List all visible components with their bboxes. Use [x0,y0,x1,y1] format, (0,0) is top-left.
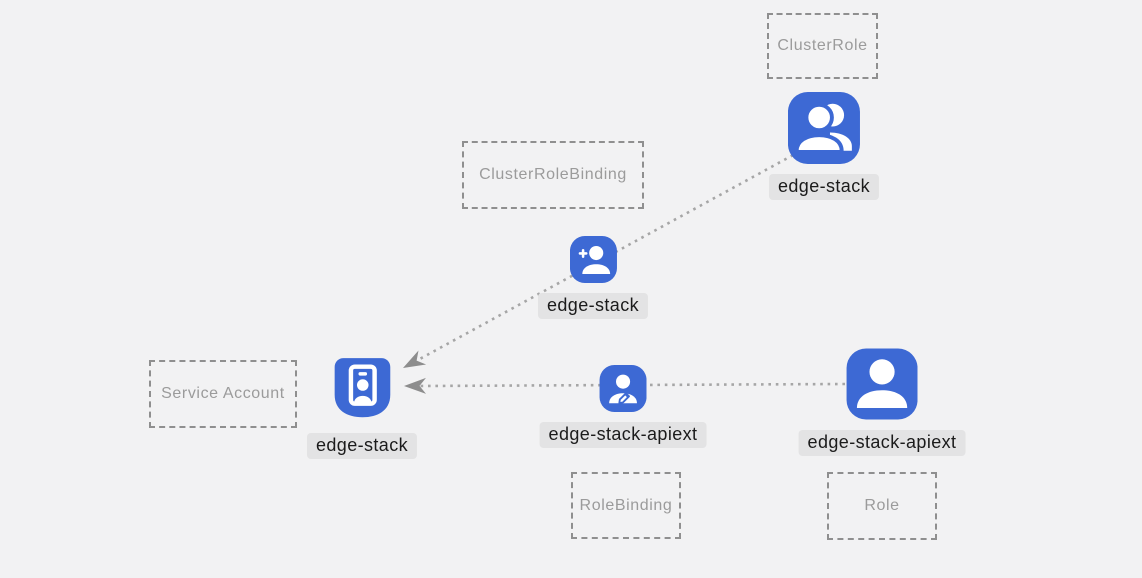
node-label: edge-stack [306,433,418,459]
node-label: edge-stack [537,293,649,319]
type-box-serviceaccount: Service Account [149,360,297,428]
type-box-label: RoleBinding [579,496,673,514]
type-box-label: ClusterRoleBinding [479,166,627,183]
user-add-icon [569,236,617,283]
node-clusterrolebinding-edge-stack[interactable]: edge-stack [537,236,649,319]
node-label: edge-stack-apiext [539,422,707,448]
node-label: edge-stack [768,174,880,200]
node-serviceaccount-edge-stack[interactable]: edge-stack [306,353,418,459]
node-rolebinding-edge-stack-apiext[interactable]: edge-stack-apiext [539,365,707,448]
user-icon [846,348,918,420]
node-clusterrole-edge-stack[interactable]: edge-stack [768,92,880,200]
type-box-label: ClusterRole [777,37,868,54]
type-box-clusterrolebinding: ClusterRoleBinding [462,141,644,209]
type-box-role: Role [827,472,937,540]
users-icon [788,92,860,164]
node-role-edge-stack-apiext[interactable]: edge-stack-apiext [798,348,966,456]
type-box-label: Role [864,497,900,514]
type-box-clusterrole: ClusterRole [767,13,878,79]
type-box-label: Service Account [161,385,285,402]
id-badge-icon [327,353,398,423]
node-label: edge-stack-apiext [798,430,966,456]
user-edit-icon [599,365,647,412]
type-box-rolebinding: RoleBinding [571,472,681,539]
